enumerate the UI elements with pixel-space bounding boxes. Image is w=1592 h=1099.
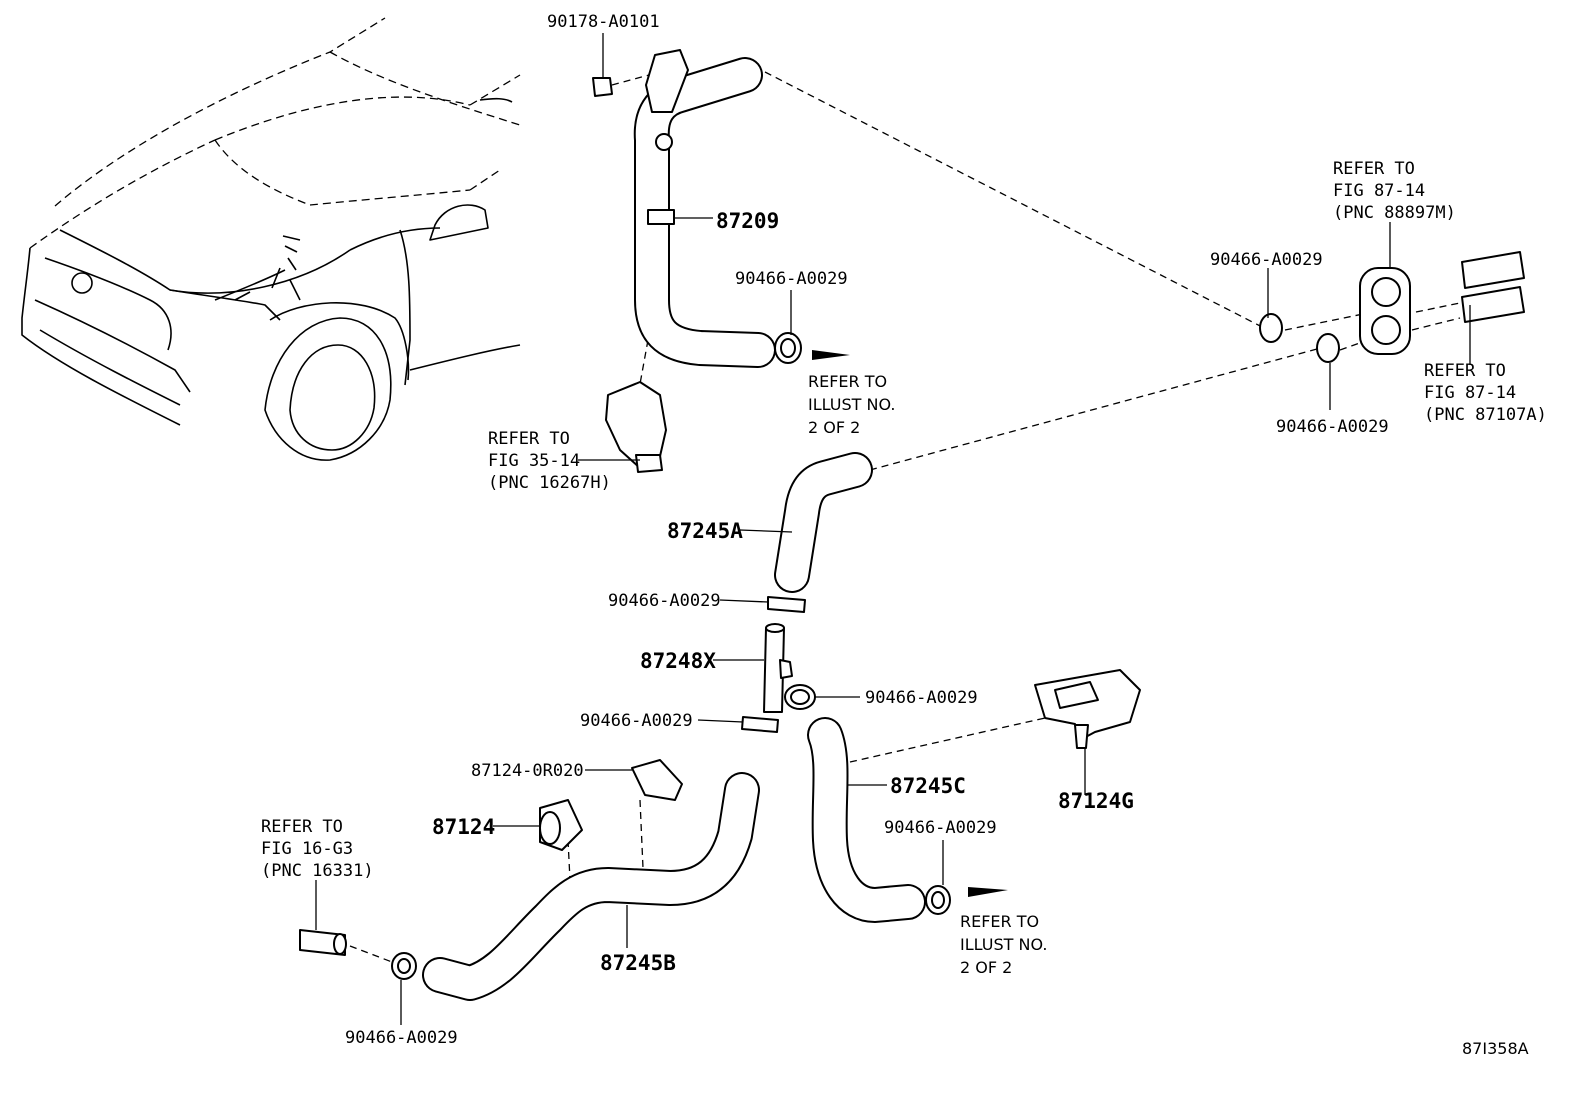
label-clamp-bottom-left: 90466-A0029 (345, 1028, 458, 1048)
arrow-lower (968, 887, 1008, 897)
label-clamp-right-lower: 90466-A0029 (1276, 417, 1389, 437)
label-87245B: 87245B (600, 951, 676, 975)
label-87124G: 87124G (1058, 789, 1134, 813)
refer-fig87-top-line2: FIG 87-14 (1333, 181, 1425, 201)
pipes (299, 251, 1525, 956)
label-87124-0R020: 87124-0R020 (471, 761, 584, 781)
refer-illust-upper-line1: REFER TO (808, 372, 887, 391)
label-90178-A0101: 90178-A0101 (547, 12, 660, 32)
refer-illust-upper-line2: ILLUST NO. (808, 395, 895, 414)
figure-code: 87I358A (1462, 1039, 1529, 1058)
label-clamp-a-lower: 90466-A0029 (608, 591, 721, 611)
label-clamp-right-upper: 90466-A0029 (1210, 250, 1323, 270)
refer-fig87-top-line3: (PNC 88897M) (1333, 203, 1456, 223)
label-clamp-upper-mid: 90466-A0029 (735, 269, 848, 289)
refer-fig16-line1: REFER TO (261, 817, 343, 837)
refer-fig87-right-line3: (PNC 87107A) (1424, 405, 1547, 425)
refer-illust-upper-line3: 2 OF 2 (808, 418, 860, 437)
valve-87124G-shape (1034, 669, 1141, 749)
vehicle-outline (21, 17, 521, 461)
label-87245C: 87245C (890, 774, 966, 798)
label-clamp-c-lower: 90466-A0029 (884, 818, 997, 838)
hose-87245B-shape (422, 772, 760, 1001)
grommet-88897M-shape (1359, 267, 1411, 355)
clamp-shapes (391, 77, 1340, 980)
refer-fig87-top-line1: REFER TO (1333, 159, 1415, 179)
leader-lines (315, 33, 1471, 1025)
hose-87245A-shape (774, 452, 873, 593)
hose-87245C-shape (807, 717, 926, 923)
label-87245A: 87245A (667, 519, 743, 543)
refer-fig16-line2: FIG 16-G3 (261, 839, 353, 859)
arrow-upper (812, 350, 850, 360)
refer-illust-lower-line2: ILLUST NO. (960, 935, 1047, 954)
refer-illust-lower-line3: 2 OF 2 (960, 958, 1012, 977)
label-clamp-joint-right: 90466-A0029 (865, 688, 978, 708)
refer-fig35-line2: FIG 35-14 (488, 451, 580, 471)
refer-fig16-line3: (PNC 16331) (261, 861, 374, 881)
refer-fig35-line1: REFER TO (488, 429, 570, 449)
hose-87209-shape (633, 49, 776, 368)
label-87124: 87124 (432, 815, 495, 839)
label-87209: 87209 (716, 209, 779, 233)
refer-fig87-right-line2: FIG 87-14 (1424, 383, 1516, 403)
refer-fig35-line3: (PNC 16267H) (488, 473, 611, 493)
refer-illust-lower-line1: REFER TO (960, 912, 1039, 931)
refer-fig87-right-line1: REFER TO (1424, 361, 1506, 381)
label-87248X: 87248X (640, 649, 716, 673)
label-clamp-joint-lower: 90466-A0029 (580, 711, 693, 731)
labels: 90178-A0101 87209 90466-A0029 REFER TO I… (261, 12, 1547, 1058)
joint-87248X-shape (763, 623, 793, 713)
water-outlet-16267H-shape (605, 381, 667, 473)
